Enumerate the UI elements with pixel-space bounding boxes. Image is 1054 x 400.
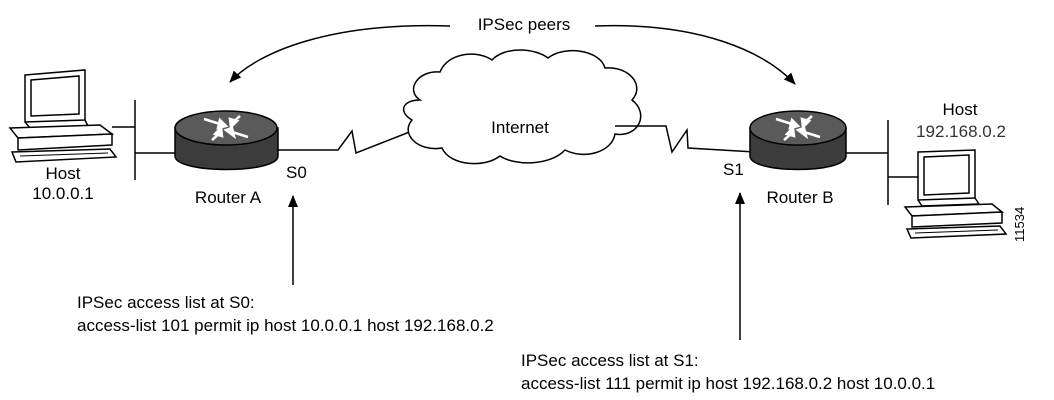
wan-link-a [277, 129, 413, 155]
interface-s1-label: S1 [723, 160, 744, 179]
internet-cloud-icon [402, 49, 642, 165]
acl-s1-command: access-list 111 permit ip host 192.168.0… [521, 374, 936, 393]
router-b-label: Router B [766, 188, 834, 207]
host-right-label: Host [942, 100, 978, 119]
acl-s0-title: IPSec access list at S0: [77, 293, 255, 312]
router-icon [174, 110, 279, 171]
ipsec-peers-arrow-left [229, 24, 451, 83]
host-left-label: Host [45, 164, 81, 183]
router-icon [749, 110, 847, 171]
figure-id: 11534 [1012, 206, 1027, 242]
router-a-label: Router A [194, 188, 262, 207]
acl-s1-title: IPSec access list at S1: [521, 351, 699, 370]
host-left-ip: 10.0.0.1 [32, 184, 94, 203]
host-right-ip: 192.168.0.2 [916, 122, 1006, 141]
wan-link-b [615, 125, 756, 154]
ipsec-peers-label: IPSec peers [477, 15, 571, 34]
interface-s0-label: S0 [286, 163, 307, 182]
acl-s0-command: access-list 101 permit ip host 10.0.0.1 … [77, 316, 494, 335]
internet-label: Internet [491, 118, 549, 137]
host-computer-icon [8, 69, 118, 163]
host-computer-icon [903, 149, 1008, 239]
ipsec-peers-arrow-right [594, 24, 796, 85]
